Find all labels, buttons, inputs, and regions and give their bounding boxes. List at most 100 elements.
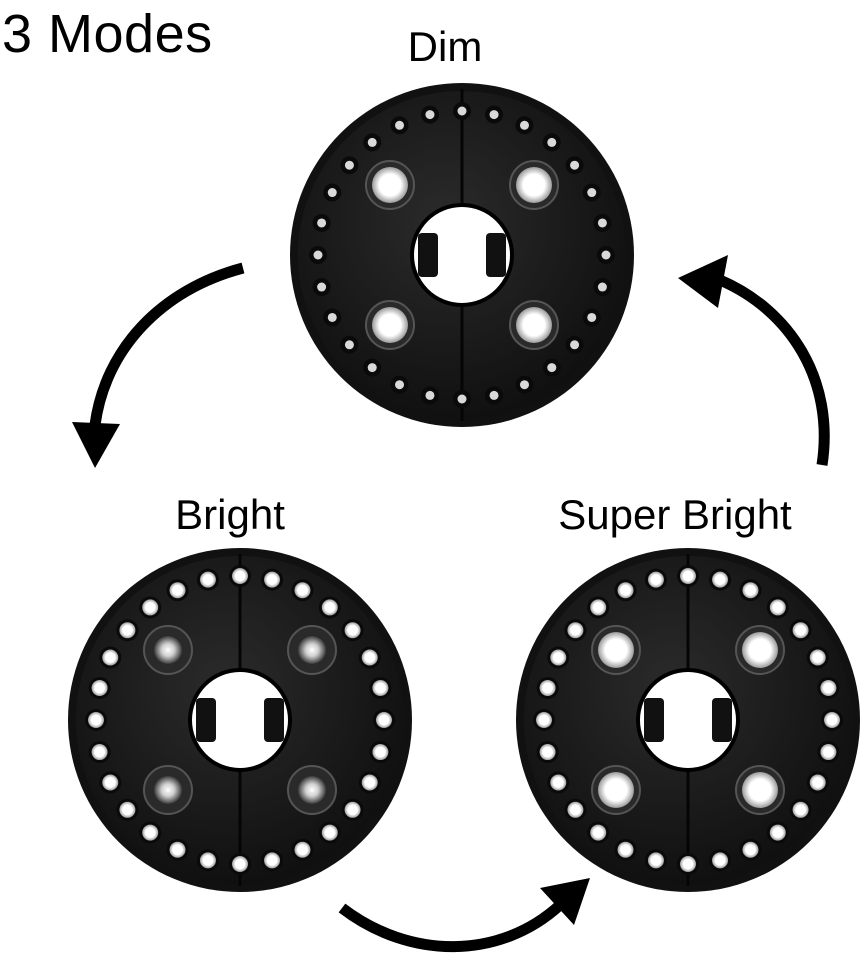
led-light-icon [313,250,323,260]
led-light-icon [516,307,552,343]
led-light-icon [372,167,408,203]
led-light-icon [598,632,634,668]
led-light-icon [742,841,759,858]
led-light-icon [344,801,361,818]
led-light-icon [489,390,499,400]
led-light-icon [792,622,809,639]
led-light-icon [232,568,248,584]
led-light-icon [361,774,378,791]
center-hole [410,203,514,307]
light-bright [68,548,412,892]
led-light-icon [567,801,584,818]
led-light-icon [88,712,104,728]
led-light-icon [742,582,759,599]
led-light-icon [344,622,361,639]
led-light-icon [317,218,327,228]
led-light-icon [742,632,778,668]
led-light-icon [539,744,556,761]
led-light-icon [536,712,552,728]
led-light-icon [321,824,338,841]
led-light-icon [298,636,326,664]
led-light-icon [425,110,435,120]
led-light-icon [372,679,389,696]
clamp-right [264,698,284,742]
clamp-left [196,698,216,742]
led-light-icon [395,120,405,130]
mode-label-dim: Dim [407,23,483,70]
page-title: 3 Modes [2,4,213,64]
led-light-icon [647,571,664,588]
led-light-icon [425,390,435,400]
led-light-icon [712,571,729,588]
led-light-icon [457,106,467,116]
led-light-icon [597,218,607,228]
led-light-icon [317,282,327,292]
led-light-icon [489,110,499,120]
led-light-icon [516,167,552,203]
led-light-icon [809,774,826,791]
led-light-icon [680,568,696,584]
led-light-icon [617,582,634,599]
clamp-left [418,233,438,277]
led-light-icon [361,649,378,666]
led-light-icon [601,250,611,260]
led-light-icon [91,744,108,761]
led-light-icon [372,307,408,343]
led-light-icon [294,841,311,858]
led-light-icon [232,856,248,872]
led-light-icon [769,824,786,841]
led-light-icon [792,801,809,818]
led-light-icon [169,841,186,858]
led-light-icon [321,599,338,616]
cycle-arrow-head-icon [72,422,120,468]
led-light-icon [344,160,354,170]
led-light-icon [298,776,326,804]
cycle-arrow-head-icon [540,878,590,925]
led-light-icon [550,649,567,666]
led-light-icon [587,312,597,322]
led-light-icon [264,571,281,588]
led-light-icon [712,852,729,869]
led-light-icon [264,852,281,869]
led-light-icon [154,776,182,804]
led-light-icon [598,772,634,808]
led-light-icon [395,380,405,390]
led-light-icon [102,649,119,666]
led-light-icon [142,599,159,616]
led-light-icon [570,160,580,170]
led-light-icon [824,712,840,728]
led-light-icon [547,363,557,373]
led-light-icon [169,582,186,599]
led-light-icon [327,312,337,322]
led-light-icon [567,622,584,639]
cycle-arrow-icon [338,900,564,953]
led-light-icon [809,649,826,666]
led-light-icon [587,188,597,198]
led-light-icon [820,679,837,696]
led-light-icon [547,137,557,147]
led-light-icon [199,852,216,869]
mode-label-bright: Bright [175,491,285,538]
led-light-icon [154,636,182,664]
clamp-left [644,698,664,742]
cycle-arrows [72,255,830,953]
led-light-icon [367,363,377,373]
cycle-arrow-head-icon [678,255,728,308]
led-light-icon [344,340,354,350]
led-light-icon [119,622,136,639]
led-light-icon [294,582,311,599]
clamp-right [486,233,506,277]
led-light-icon [457,394,467,404]
led-light-icon [519,120,529,130]
led-light-icon [550,774,567,791]
led-light-icon [91,679,108,696]
light-super-bright [516,548,860,892]
led-light-icon [199,571,216,588]
led-light-icon [570,340,580,350]
led-light-icon [820,744,837,761]
led-light-icon [742,772,778,808]
led-light-icon [590,824,607,841]
led-light-icon [519,380,529,390]
center-hole [636,668,740,772]
led-light-icon [119,801,136,818]
